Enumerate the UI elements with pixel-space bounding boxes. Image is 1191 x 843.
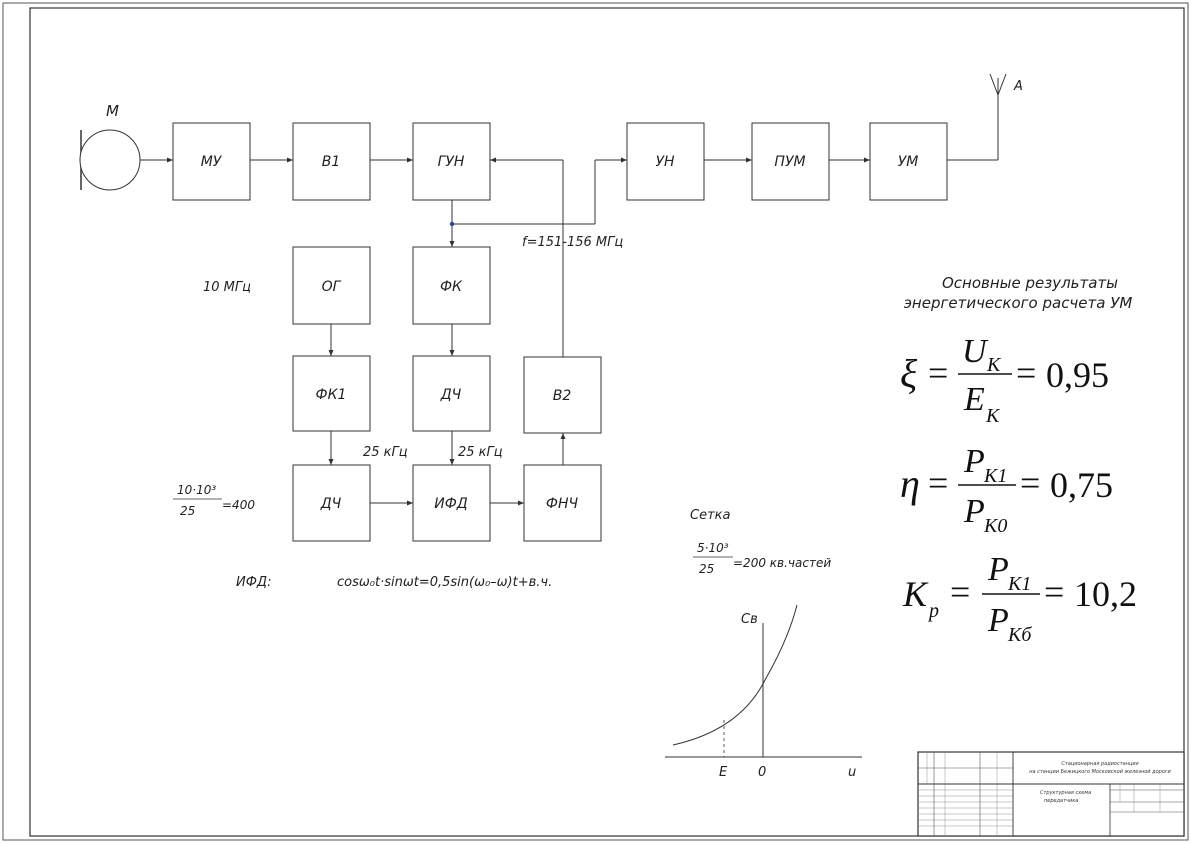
divider-ratio: 10·10³ 25 =400 (173, 483, 255, 518)
block-fnch: ФНЧ (523, 464, 602, 542)
eq3-value: 10,2 (1074, 574, 1137, 614)
graph-x-label: u (848, 765, 856, 780)
title-block: Стационарная радиостанция на станции Беж… (917, 751, 1185, 837)
eq3-den-sub: Kб (1007, 624, 1032, 646)
eq3-lhs: K (902, 574, 929, 614)
block-dch-mid: ДЧ (412, 355, 491, 432)
block-fk1: ФК1 (292, 355, 371, 432)
block-um-label: УМ (898, 154, 919, 170)
block-fk: ФК (412, 246, 491, 325)
wiring (140, 157, 998, 506)
eq2-num: P (963, 443, 985, 480)
osc-freq-label: 10 МГц (203, 280, 251, 295)
eq2-value: 0,75 (1050, 465, 1113, 505)
eq1-num-sub: K (986, 354, 1002, 376)
block-v1-label: В1 (322, 154, 341, 170)
block-un: УН (626, 122, 705, 201)
block-pum-label: ПУМ (774, 154, 805, 170)
block-v2-label: В2 (553, 388, 572, 404)
svg-text:=: = (1044, 572, 1064, 612)
block-og-label: ОГ (322, 279, 342, 295)
ifd-prefix: ИФД: (236, 575, 271, 590)
title-org-line1: Стационарная радиостанция (1061, 761, 1138, 767)
title-doc-line2: передатчика (1044, 798, 1078, 804)
svg-text:=: = (928, 353, 948, 393)
results-title-line2: энергетического расчета УМ (904, 294, 1133, 312)
block-pum: ПУМ (751, 122, 830, 201)
equation-xi: ξ = U K E K = 0,95 (900, 333, 1109, 427)
graph-y-label: Св (741, 612, 758, 627)
results-panel: Основные результаты энергетического расч… (900, 274, 1137, 646)
title-doc-line1: Структурная схема (1040, 790, 1091, 796)
svg-text:=: = (1020, 463, 1040, 503)
grid-note-denominator: 25 (699, 562, 714, 576)
eq1-value: 0,95 (1046, 355, 1109, 395)
eq3-num-sub: K1 (1007, 573, 1031, 595)
ratio-numerator: 10·10³ (177, 483, 216, 497)
freq-range-label: f=151-156 МГц (522, 235, 623, 250)
microphone-label: М (106, 102, 119, 120)
freq-25-right-label: 25 кГц (458, 445, 503, 460)
block-fk1-label: ФК1 (316, 387, 347, 403)
capacitance-graph: Св u 0 E (665, 604, 862, 780)
block-mu: МУ (172, 122, 251, 201)
block-ifd: ИФД (412, 464, 491, 542)
block-v1: В1 (292, 122, 371, 201)
block-fk-label: ФК (440, 279, 463, 295)
ratio-result: =400 (222, 498, 255, 512)
block-mu-label: МУ (201, 154, 223, 170)
inner-frame (29, 7, 1185, 837)
eq1-den-sub: K (985, 405, 1001, 427)
ifd-formula: cosω₀t·sinωt=0,5sin(ω₀–ω)t+в.ч. (337, 575, 552, 590)
results-title-line1: Основные результаты (942, 274, 1118, 292)
block-un-label: УН (655, 154, 675, 170)
equation-eta: η = P K1 P K0 = 0,75 (900, 443, 1113, 537)
title-org-line2: на станции Бежицкого Московской железной… (1029, 769, 1171, 775)
antenna-label: А (1013, 79, 1023, 94)
grid-note-numerator: 5·10³ (697, 541, 729, 555)
microphone: М (79, 102, 141, 191)
grid-note-result: =200 кв.частей (733, 556, 831, 570)
block-gun: ГУН (412, 122, 491, 201)
svg-text:=: = (928, 463, 948, 503)
grid-note-title: Сетка (690, 508, 731, 523)
block-gun-label: ГУН (438, 154, 465, 170)
freq-25-left-label: 25 кГц (363, 445, 408, 460)
eq2-den-sub: K0 (983, 515, 1007, 537)
eq3-num: P (987, 551, 1009, 588)
svg-text:=: = (1016, 353, 1036, 393)
block-um: УМ (869, 122, 948, 201)
block-fnch-label: ФНЧ (546, 496, 579, 512)
block-ifd-label: ИФД (434, 496, 468, 512)
eq2-lhs: η (900, 461, 920, 506)
block-v2: В2 (523, 356, 602, 434)
block-dch-low: ДЧ (292, 464, 371, 542)
ratio-denominator: 25 (180, 504, 195, 518)
block-dch-low-label: ДЧ (320, 496, 342, 512)
equation-kp: K p = P K1 P Kб = 10,2 (902, 551, 1137, 646)
eq1-num: U (962, 333, 989, 370)
block-dch-mid-label: ДЧ (440, 387, 462, 403)
graph-e-label: E (719, 765, 728, 780)
graph-curve (672, 604, 798, 746)
eq3-den: P (987, 602, 1009, 639)
eq2-den: P (963, 493, 985, 530)
antenna: А (989, 73, 1023, 160)
grid-note: Сетка 5·10³ 25 =200 кв.частей (690, 508, 831, 576)
eq2-num-sub: K1 (983, 465, 1007, 487)
svg-text:=: = (950, 572, 970, 612)
eq1-lhs: ξ (900, 351, 918, 396)
eq1-den: E (963, 381, 985, 418)
graph-origin-label: 0 (758, 765, 766, 780)
eq3-lhs-sub: p (927, 600, 939, 622)
block-og: ОГ (292, 246, 371, 325)
